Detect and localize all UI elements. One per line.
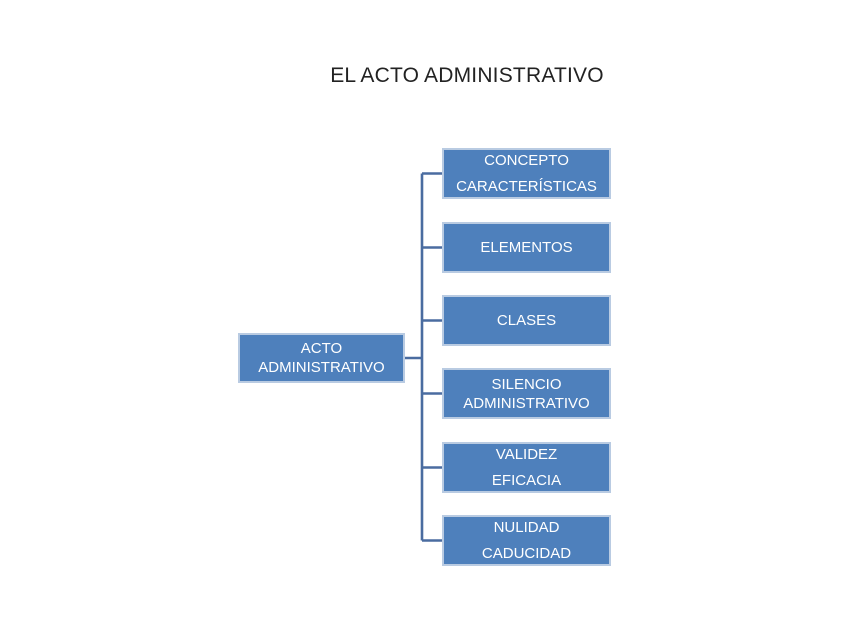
node-acto-administrativo: ACTO ADMINISTRATIVO — [238, 333, 405, 383]
node-label-line: EFICACIA — [491, 471, 562, 489]
node-label-line: SILENCIO — [491, 375, 562, 393]
node-validez-eficacia: VALIDEZ EFICACIA — [442, 442, 611, 493]
node-label-line: CONCEPTO — [484, 151, 569, 169]
node-label-line: VALIDEZ — [495, 445, 558, 463]
node-clases: CLASES — [442, 295, 611, 346]
node-silencio-administrativo: SILENCIO ADMINISTRATIVO — [442, 368, 611, 419]
node-label-line: ADMINISTRATIVO — [463, 394, 590, 412]
diagram-title: EL ACTO ADMINISTRATIVO — [330, 64, 604, 87]
node-nulidad-caducidad: NULIDAD CADUCIDAD — [442, 515, 611, 566]
node-concepto-caracteristicas: CONCEPTO CARACTERÍSTICAS — [442, 148, 611, 199]
node-label-line: CADUCIDAD — [481, 544, 572, 562]
node-elementos: ELEMENTOS — [442, 222, 611, 273]
node-label-line: CLASES — [496, 311, 557, 329]
node-label-line: ELEMENTOS — [480, 238, 573, 256]
node-label-line: NULIDAD — [493, 518, 560, 536]
node-label-line: ACTO — [300, 340, 343, 357]
node-label-line: CARACTERÍSTICAS — [456, 177, 597, 195]
node-label-line: ADMINISTRATIVO — [258, 359, 385, 376]
